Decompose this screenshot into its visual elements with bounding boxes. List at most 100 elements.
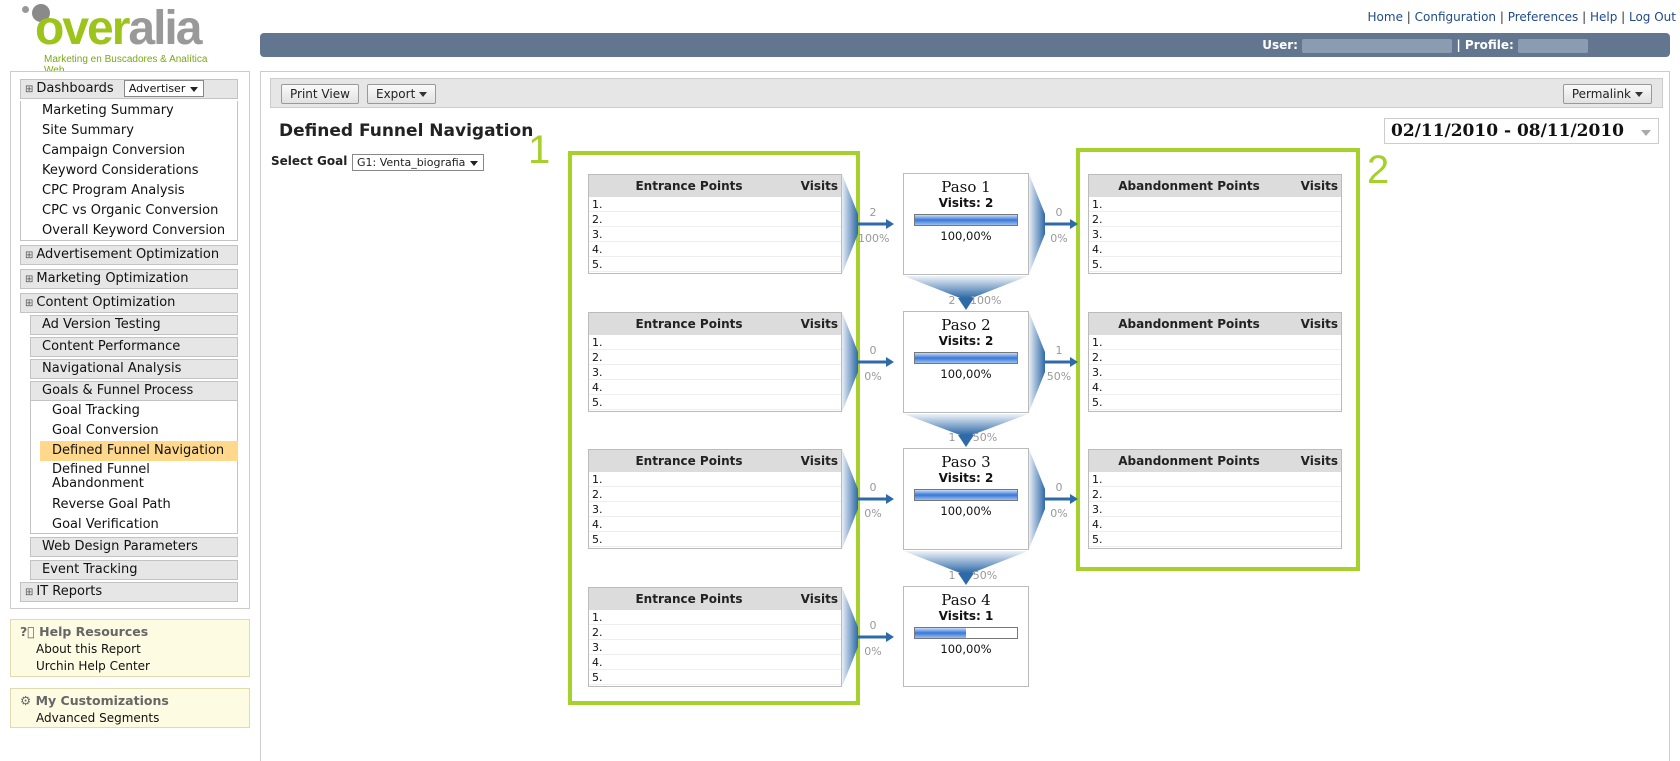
table-row[interactable]: 3.: [589, 640, 841, 655]
step-progress-fill: [915, 628, 966, 638]
dashboard-item[interactable]: CPC vs Organic Conversion: [42, 203, 219, 218]
table-header-label: Entrance Points: [635, 592, 743, 606]
step-visits: Visits: 2: [938, 471, 994, 485]
preferences-link[interactable]: Preferences: [1507, 10, 1579, 24]
help-resources-box: ?⃝ Help Resources About this Report Urch…: [10, 619, 250, 677]
advanced-segments-link[interactable]: Advanced Segments: [36, 711, 160, 725]
home-link[interactable]: Home: [1367, 10, 1403, 24]
content-performance[interactable]: Content Performance: [30, 337, 238, 357]
step-next-percent: 50%: [972, 431, 998, 444]
table-row[interactable]: 4.: [589, 517, 841, 532]
step-next-percent: 50%: [972, 569, 998, 582]
table-row[interactable]: 4.: [589, 655, 841, 670]
visits-header: Visits: [800, 454, 838, 468]
configuration-link[interactable]: Configuration: [1414, 10, 1497, 24]
table-row[interactable]: 1.: [589, 197, 841, 212]
goals-funnel-process[interactable]: Goals & Funnel Process: [30, 381, 238, 401]
table-row[interactable]: 1.: [589, 610, 841, 625]
logout-link[interactable]: Log Out: [1628, 10, 1676, 24]
table-row[interactable]: 3.: [589, 227, 841, 242]
dashboard-item[interactable]: Keyword Considerations: [42, 163, 199, 178]
table-row[interactable]: 2.: [1089, 350, 1341, 365]
urchin-help-link[interactable]: Urchin Help Center: [36, 659, 150, 673]
table-row[interactable]: 5.: [589, 532, 841, 547]
table-row[interactable]: 4.: [589, 380, 841, 395]
export-button[interactable]: Export: [367, 84, 437, 104]
defined-funnel-navigation-link[interactable]: Defined Funnel Navigation: [52, 443, 225, 458]
help-link[interactable]: Help: [1589, 10, 1618, 24]
dashboard-item[interactable]: CPC Program Analysis: [42, 183, 185, 198]
table-row[interactable]: 2.: [1089, 487, 1341, 502]
entrance-percent: 100%: [858, 232, 890, 245]
step-progress-fill: [915, 215, 1017, 225]
table-row[interactable]: 3.: [589, 365, 841, 380]
print-view-button[interactable]: Print View: [281, 84, 359, 104]
table-row[interactable]: 1.: [1089, 335, 1341, 350]
defined-funnel-abandonment-link[interactable]: Defined Funnel Abandonment: [52, 462, 150, 491]
dashboard-item[interactable]: Overall Keyword Conversion: [42, 223, 226, 238]
goal-verification-link[interactable]: Goal Verification: [52, 517, 159, 532]
table-row[interactable]: 3.: [1089, 502, 1341, 517]
select-goal-label: Select Goal: [271, 154, 348, 168]
reverse-goal-path-link[interactable]: Reverse Goal Path: [52, 497, 171, 512]
abandon-arrowhead: [1070, 494, 1078, 504]
table-row[interactable]: 3.: [1089, 227, 1341, 242]
entrance-percent: 0%: [864, 370, 882, 383]
table-row[interactable]: 4.: [589, 242, 841, 257]
chevron-down-icon: [1641, 130, 1651, 141]
permalink-button[interactable]: Permalink: [1562, 84, 1652, 104]
annotation-box-abandonment: [1076, 148, 1360, 571]
help-circle-icon: ?⃝: [20, 624, 35, 639]
table-row[interactable]: 5.: [589, 257, 841, 272]
navigational-analysis[interactable]: Navigational Analysis: [30, 359, 238, 379]
goal-tracking-link[interactable]: Goal Tracking: [52, 403, 140, 418]
table-row[interactable]: 4.: [1089, 242, 1341, 257]
table-row[interactable]: 1.: [1089, 472, 1341, 487]
goal-select[interactable]: G1: Venta_biografia: [352, 154, 485, 171]
table-row[interactable]: 5.: [1089, 395, 1341, 410]
table-row[interactable]: 3.: [589, 502, 841, 517]
table-row[interactable]: 1.: [589, 335, 841, 350]
table-row[interactable]: 3.: [1089, 365, 1341, 380]
table-row[interactable]: 2.: [589, 625, 841, 640]
table-row[interactable]: 4.: [1089, 517, 1341, 532]
table-row[interactable]: 5.: [1089, 532, 1341, 547]
table-row[interactable]: 1.: [1089, 197, 1341, 212]
dashboard-item[interactable]: Site Summary: [42, 123, 134, 138]
ad-version-testing[interactable]: Ad Version Testing: [30, 315, 238, 335]
table-row[interactable]: 5.: [1089, 257, 1341, 272]
web-design-parameters[interactable]: Web Design Parameters: [30, 537, 238, 557]
dashboards-header[interactable]: ⊞Dashboards Advertiser: [20, 79, 238, 99]
date-range-picker[interactable]: 02/11/2010 - 08/11/2010: [1384, 118, 1659, 144]
overalia-logo[interactable]: overalia Marketing en Buscadores & Analí…: [22, 2, 227, 76]
step-arrowhead: [958, 435, 974, 447]
table-row[interactable]: 4.: [1089, 380, 1341, 395]
table-row[interactable]: 5.: [589, 395, 841, 410]
content-optimization[interactable]: ⊞Content Optimization: [20, 293, 238, 313]
table-row[interactable]: 2.: [1089, 212, 1341, 227]
about-report-link[interactable]: About this Report: [36, 642, 141, 656]
it-reports[interactable]: ⊞IT Reports: [20, 582, 238, 602]
table-row[interactable]: 5.: [589, 670, 841, 685]
event-tracking[interactable]: Event Tracking: [30, 560, 238, 580]
table-row[interactable]: 2.: [589, 487, 841, 502]
annotation-number-1: 1: [528, 128, 551, 172]
dashboard-item[interactable]: Marketing Summary: [42, 103, 174, 118]
dashboards-select[interactable]: Advertiser: [123, 80, 204, 97]
table-row[interactable]: 2.: [589, 212, 841, 227]
goal-conversion-link[interactable]: Goal Conversion: [52, 423, 159, 438]
dashboard-item[interactable]: Campaign Conversion: [42, 143, 186, 158]
step-progress-bar: [914, 352, 1018, 364]
table-row[interactable]: 2.: [589, 350, 841, 365]
profile-label: | Profile:: [1456, 38, 1514, 52]
advertisement-optimization[interactable]: ⊞Advertisement Optimization: [20, 245, 238, 265]
marketing-optimization[interactable]: ⊞Marketing Optimization: [20, 269, 238, 289]
user-label: User:: [1262, 38, 1298, 52]
visits-header: Visits: [800, 317, 838, 331]
table-row[interactable]: 1.: [589, 472, 841, 487]
